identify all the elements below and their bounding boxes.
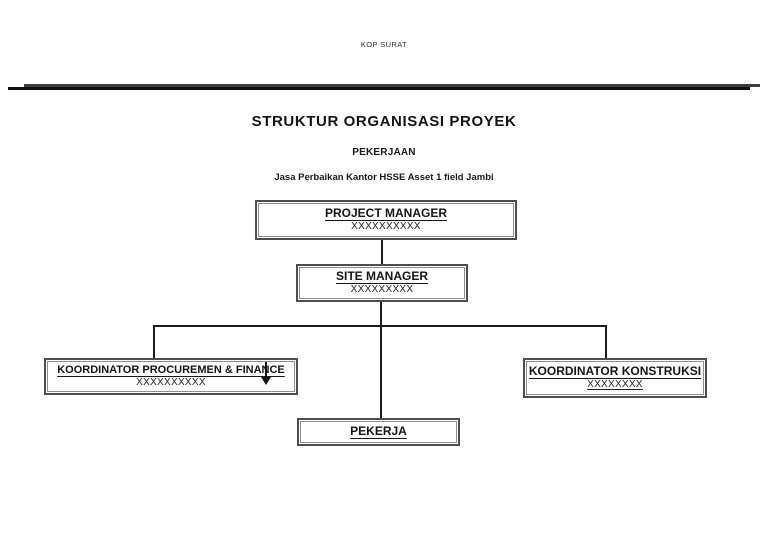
node-title: KOORDINATOR PROCUREMEN & FINANCE <box>57 363 285 376</box>
connector-sm-to-pekerja <box>380 302 382 418</box>
project-description: Jasa Perbaikan Kantor HSSE Asset 1 field… <box>274 172 494 183</box>
node-title: PEKERJA <box>350 424 407 439</box>
node-name-placeholder: XXXXXXXXX <box>350 284 414 296</box>
org-node-pekerja: PEKERJA <box>297 418 460 446</box>
node-name-placeholder: XXXXXXXX <box>587 379 643 391</box>
divider-line-bottom <box>8 86 750 90</box>
org-node-project-manager: PROJECT MANAGER XXXXXXXXXX <box>255 200 517 240</box>
letterhead-divider <box>8 84 762 91</box>
letterhead-placeholder: KOP SURAT <box>360 40 408 49</box>
down-arrow-icon <box>260 362 271 385</box>
org-node-site-manager: SITE MANAGER XXXXXXXXX <box>296 264 468 302</box>
page-subtitle: PEKERJAAN <box>352 147 416 158</box>
connector-branch-left <box>153 325 155 358</box>
node-title: PROJECT MANAGER <box>324 205 447 220</box>
org-node-koordinator-procuremen-finance: KOORDINATOR PROCUREMEN & FINANCE XXXXXXX… <box>44 358 298 395</box>
page-title: STRUKTUR ORGANISASI PROYEK <box>251 113 517 130</box>
connector-branch-horizontal <box>153 325 606 327</box>
connector-branch-right <box>605 325 607 358</box>
connector-pm-to-sm <box>381 240 383 264</box>
org-node-koordinator-konstruksi: KOORDINATOR KONSTRUKSI XXXXXXXX <box>523 358 707 398</box>
node-title: KOORDINATOR KONSTRUKSI <box>528 363 702 378</box>
node-name-placeholder: XXXXXXXXXX <box>351 221 421 233</box>
node-title: SITE MANAGER <box>335 268 428 283</box>
divider-line-top <box>24 84 760 87</box>
node-name-placeholder: XXXXXXXXXX <box>136 377 206 389</box>
